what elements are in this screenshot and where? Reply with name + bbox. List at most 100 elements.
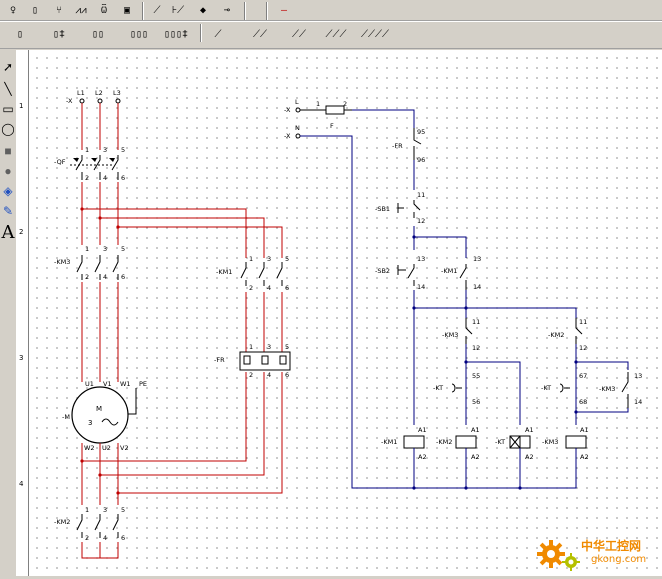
contact2-icon[interactable]: ⊦⟋ [171, 5, 185, 16]
switch-icon[interactable]: ⑂ [56, 5, 62, 16]
control-l-terminal [295, 107, 301, 113]
phase-wires-top [81, 103, 119, 150]
power-circuit: L1 L2 L3 -X -QF 1 3 5 2 4 6 -KM3 1 3 5 2… [54, 89, 291, 559]
line-icon[interactable]: — [280, 5, 288, 16]
qf-term-2: 2 [85, 174, 89, 182]
km3-term-3: 3 [103, 245, 107, 253]
km1-main-label: -KM1 [216, 268, 232, 276]
contact-d-icon[interactable]: ⟋⟋⟋ [325, 29, 347, 40]
coil-km3-a1: A1 [580, 426, 589, 434]
triple-coil-icon[interactable]: ▯▯▯ [129, 29, 149, 40]
line-tool-icon[interactable]: ╲ [4, 82, 12, 96]
control-circuit: -X L -X N 1 2 F 95 -FR 96 11 -SB1 12 13 … [284, 98, 642, 490]
coil-km2-a1: A1 [471, 426, 480, 434]
filled-ellipse-icon[interactable]: ● [4, 164, 12, 178]
motor-icon[interactable]: Ѿ [100, 5, 107, 16]
wire-sb1-sb2 [413, 226, 467, 258]
coil-icon[interactable]: ▯ [16, 29, 24, 40]
sb2-contact [397, 264, 415, 286]
site-watermark: 中华工控网 gkong.com [535, 534, 660, 574]
coil-km1 [403, 435, 425, 449]
fr-elements [243, 355, 287, 365]
coil-return-wires [413, 448, 577, 488]
km1-to-fr-wires [245, 292, 283, 352]
gear-logo-icon [537, 540, 580, 571]
text-tool-icon[interactable]: A [1, 222, 15, 243]
sb1-contact [397, 200, 421, 218]
km2-term-1: 1 [85, 506, 89, 514]
km3-no-num-14: 14 [634, 398, 642, 406]
km1-term-2: 2 [249, 284, 253, 292]
km1-aux-num-14: 14 [473, 283, 481, 291]
control-n-terminal-label: -X [284, 132, 291, 140]
phase-label-l1: L1 [77, 89, 85, 97]
terminal-icon[interactable]: ⊸ [223, 5, 231, 16]
diode-icon[interactable]: ◆ [199, 5, 207, 16]
fr-term-2: 2 [249, 371, 253, 379]
km3-nc-contact [465, 318, 473, 344]
motor-term-u2: U2 [102, 444, 111, 452]
qf-term-1: 1 [85, 146, 89, 154]
km3-nc-label: -KM3 [442, 331, 458, 339]
motor-term-u1: U1 [85, 380, 94, 388]
control-l-terminal-label: -X [284, 106, 291, 114]
filled-rectangle-icon[interactable]: ■ [4, 144, 12, 158]
ruler-row-2: 2 [19, 228, 24, 236]
fuse-sub-label: F [330, 122, 334, 130]
km1-term-6: 6 [285, 284, 289, 292]
fill-bucket-icon[interactable]: ◈ [3, 184, 13, 198]
pointer-icon[interactable]: ➚ [2, 60, 14, 74]
kt-a-timer-mark [451, 383, 462, 393]
phase-label-l2: L2 [95, 89, 103, 97]
motor-label: -M [62, 413, 70, 421]
km2-main-label: -KM2 [54, 518, 70, 526]
km1-aux-num-13: 13 [473, 255, 481, 263]
km1-term-4: 4 [267, 284, 271, 292]
pair-coil-icon[interactable]: ▯▯ [91, 29, 105, 40]
fr-term-6: 6 [285, 371, 289, 379]
qf-term-4: 4 [103, 174, 107, 182]
fr-term-3: 3 [267, 343, 271, 351]
km1-term-1: 1 [249, 255, 253, 263]
control-n-terminal [295, 133, 301, 139]
contact-a-icon[interactable]: ⟋ [214, 29, 222, 40]
contact-c-icon[interactable]: ⟋⟋ [292, 29, 306, 40]
qf-trip-marks [73, 158, 115, 162]
motor-symbol: M [96, 405, 102, 413]
qf-contacts [75, 155, 119, 180]
qf-term-3: 3 [103, 146, 107, 154]
breaker-icon[interactable]: ⩘⩘ [75, 5, 87, 16]
double-coil-icon[interactable]: ▯‡ [52, 29, 66, 40]
watermark-url: gkong.com [591, 554, 647, 565]
eyedropper-icon[interactable]: ✎ [2, 204, 14, 218]
km2-term-5: 5 [121, 506, 125, 514]
ellipse-icon[interactable]: ◯ [1, 122, 15, 136]
quad-coil-icon[interactable]: ▯▯▯‡ [163, 29, 189, 40]
wire-km3nc-coils [465, 344, 521, 425]
km2-term-6: 6 [121, 534, 125, 542]
sb2-num-14: 14 [417, 283, 425, 291]
km2-term-2: 2 [85, 534, 89, 542]
km1-term-5: 5 [285, 255, 289, 263]
ruler-row-1: 1 [19, 102, 24, 110]
motor-phase: 3 [88, 419, 92, 427]
terminal-l2 [97, 98, 103, 104]
rectangle-icon[interactable]: ▭ [2, 102, 14, 116]
km2-nc-num-12: 12 [579, 344, 587, 352]
coil-km1-label: -KM1 [381, 438, 397, 446]
km2-main-contacts [76, 514, 119, 538]
coil-km1-a2: A2 [418, 453, 427, 461]
probe-icon[interactable]: ♀ [9, 5, 17, 16]
fr-nc-label: -FR [392, 142, 403, 150]
fr-nc-num-95: 95 [417, 128, 425, 136]
contact-icon[interactable]: ⟋ [153, 5, 161, 16]
box-icon[interactable]: ▣ [123, 5, 131, 16]
contact-b-icon[interactable]: ⟋⟋ [253, 29, 267, 40]
fuse-term-1: 1 [316, 100, 320, 108]
km3-nc-num-11: 11 [472, 318, 480, 326]
fuse-icon[interactable]: ▯ [31, 5, 39, 16]
km3-term-2: 2 [85, 273, 89, 281]
coil-kt-delay-mark [509, 435, 521, 449]
contact-e-icon[interactable]: ⟋⟋⟋⟋ [361, 29, 389, 40]
drawing-canvas[interactable]: L1 L2 L3 -X -QF 1 3 5 2 4 6 -KM3 1 3 5 2… [29, 50, 662, 576]
